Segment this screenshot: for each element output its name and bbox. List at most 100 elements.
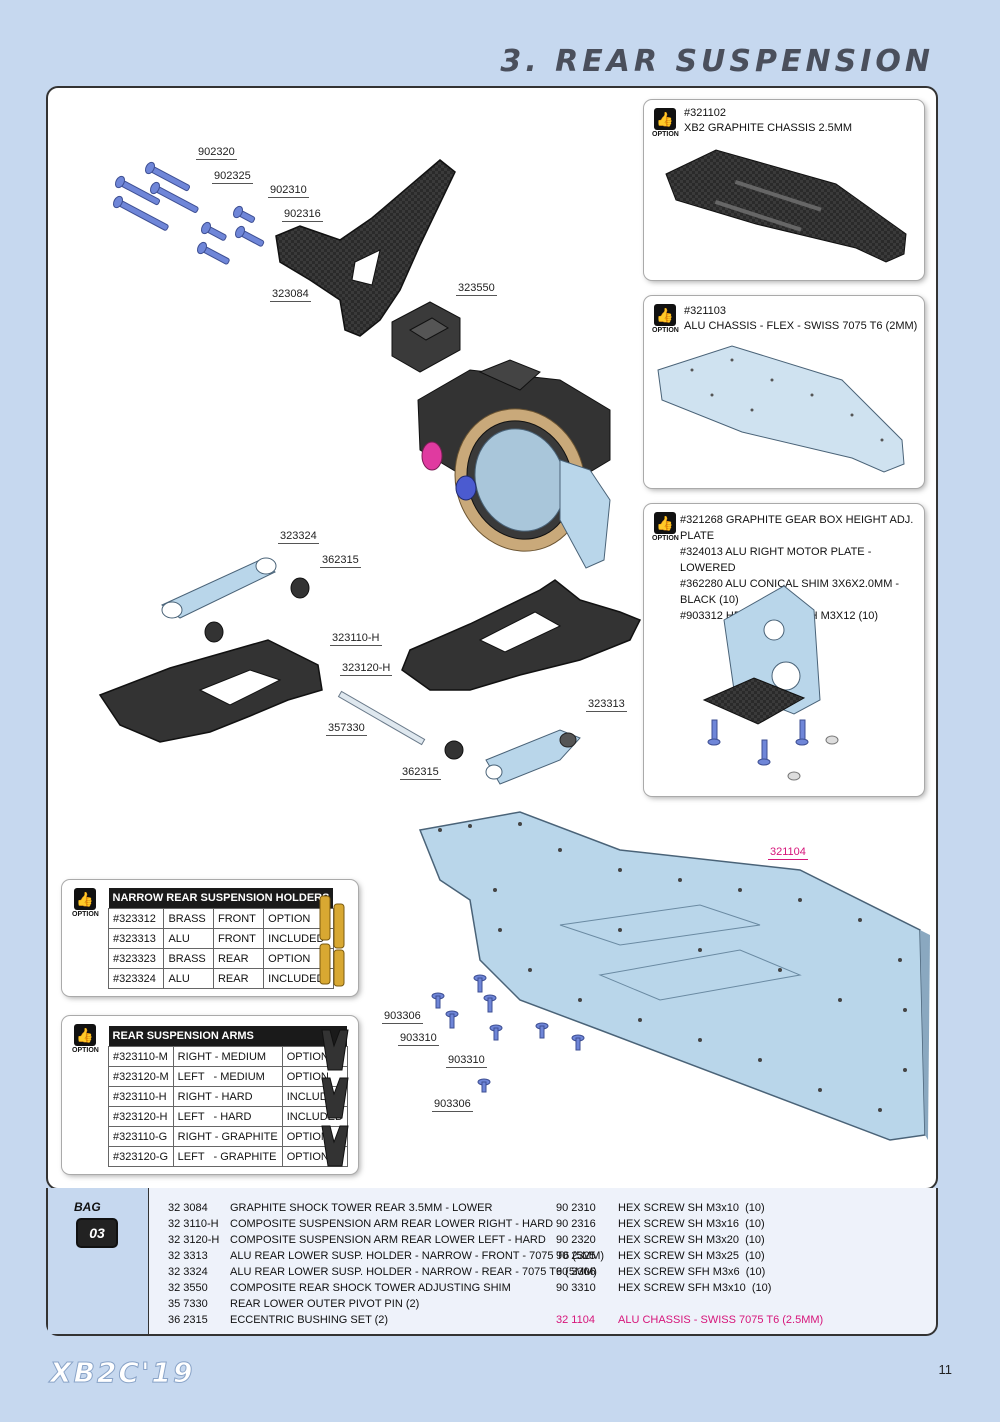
screws-group-top xyxy=(112,161,265,265)
table-cell: ALU xyxy=(163,968,214,989)
option-line: #324013 ALU RIGHT MOTOR PLATE - LOWERED xyxy=(680,546,872,574)
option-box-graphite-chassis: 👍 OPTION #321102 XB2 GRAPHITE CHASSIS 2.… xyxy=(644,100,924,280)
chassis-screws xyxy=(431,974,585,1093)
table-cell: INCLUDED xyxy=(281,1106,348,1127)
arm-images xyxy=(321,1029,349,1167)
graphite-chassis-image xyxy=(665,149,907,263)
option-line: #362280 ALU CONICAL SHIM 3x6x2.0mm - BLA… xyxy=(680,578,900,606)
table-cell: RIGHT - HARD xyxy=(172,1086,283,1107)
part-number: 90 2320 xyxy=(556,1234,596,1246)
table-cell: FRONT xyxy=(212,928,265,949)
option-badge-text: OPTION xyxy=(652,131,679,138)
table-cell: #323110-H xyxy=(108,1086,174,1107)
option-line: #321103 xyxy=(684,305,727,317)
option-badge: 👍 OPTION xyxy=(652,108,679,138)
part-number: 90 2325 xyxy=(556,1250,596,1262)
part-desc: COMPOSITE SUSPENSION ARM REAR LOWER LEFT… xyxy=(230,1234,546,1246)
xb2-logo: XB2C'19 xyxy=(50,1356,195,1390)
table-cell: #323324 xyxy=(107,968,165,989)
option-badge-text: OPTION xyxy=(72,1047,99,1054)
part-number: 32 3084 xyxy=(168,1202,208,1214)
list-item xyxy=(556,1296,823,1312)
thumbs-up-icon: 👍 xyxy=(74,888,96,910)
alu-flex-chassis-image xyxy=(657,345,905,473)
option-line: ALU CHASSIS - FLEX - SWISS 7075 T6 (2MM) xyxy=(684,320,918,332)
part-number: 90 2316 xyxy=(556,1218,596,1230)
option-text: #321102 XB2 GRAPHITE CHASSIS 2.5MM xyxy=(684,106,852,136)
label-902316: 902316 xyxy=(282,208,323,222)
narrow-holders-table-header: NARROW REAR SUSPENSION HOLDERS xyxy=(108,888,334,909)
label-323120-h: 323120-H xyxy=(340,662,393,676)
option-line: XB2 GRAPHITE CHASSIS 2.5MM xyxy=(684,122,853,134)
table-cell: RIGHT - MEDIUM xyxy=(172,1046,283,1067)
option-badge: 👍 OPTION xyxy=(652,512,679,542)
list-item: 32 3084 GRAPHITE SHOCK TOWER REAR 3.5MM -… xyxy=(168,1200,604,1216)
table-cell: #323323 xyxy=(107,948,165,969)
thumbs-up-icon: 👍 xyxy=(654,304,676,326)
label-357330: 357330 xyxy=(326,722,367,736)
bag-column: BAG 03 xyxy=(48,1188,149,1334)
part-number: 32 1104 xyxy=(556,1314,595,1326)
table-cell: BRASS xyxy=(163,948,214,969)
gearbox-plate-image xyxy=(702,585,839,781)
option-box-gearbox-plate: 👍 OPTION #321268 GRAPHITE GEAR BOX HEIGH… xyxy=(644,504,924,796)
option-badge: 👍 OPTION xyxy=(652,304,679,334)
label-362315-upper: 362315 xyxy=(320,554,361,568)
part-number: 32 3313 xyxy=(168,1250,208,1262)
option-badge-text: OPTION xyxy=(72,911,99,918)
chassis-321104 xyxy=(418,811,930,1141)
table-cell: INCLUDED xyxy=(263,968,334,989)
table-cell: BRASS xyxy=(163,908,214,929)
part-desc: ECCENTRIC BUSHING SET (2) xyxy=(230,1314,389,1326)
label-902310: 902310 xyxy=(268,184,309,198)
part-number: 36 2315 xyxy=(168,1314,208,1326)
label-902320: 902320 xyxy=(196,146,237,160)
bushing-b xyxy=(204,621,224,643)
table-cell: LEFT - GRAPHITE xyxy=(172,1146,283,1167)
option-box-narrow-holders: 👍 OPTION NARROW REAR SUSPENSION HOLDERS … xyxy=(62,880,358,996)
table-cell: #323120-H xyxy=(108,1106,174,1127)
part-desc: GRAPHITE SHOCK TOWER REAR 3.5MM - LOWER xyxy=(230,1202,493,1214)
table-cell: #323312 xyxy=(107,908,165,929)
part-desc: COMPOSITE REAR SHOCK TOWER ADJUSTING SHI… xyxy=(230,1282,511,1294)
part-desc: HEX SCREW SFH M3x6 (10) xyxy=(618,1266,766,1278)
part-desc: ALU REAR LOWER SUSP. HOLDER - NARROW - R… xyxy=(230,1266,597,1278)
part-number: 35 7330 xyxy=(168,1298,208,1310)
table-cell: #323110-G xyxy=(108,1126,174,1147)
part-number: 90 3310 xyxy=(556,1282,596,1294)
suspension-arms-table-header: REAR SUSPENSION ARMS xyxy=(108,1026,348,1047)
option-text: #321103 ALU CHASSIS - FLEX - SWISS 7075 … xyxy=(684,304,917,334)
label-362315-lower: 362315 xyxy=(400,766,441,780)
option-badge-text: OPTION xyxy=(652,535,679,542)
thumbs-up-icon: 👍 xyxy=(654,512,676,534)
label-323324: 323324 xyxy=(278,530,319,544)
label-903310-lower: 903310 xyxy=(446,1054,487,1068)
table-cell: LEFT - HARD xyxy=(172,1106,283,1127)
part-desc: HEX SCREW SFH M3x10 (10) xyxy=(618,1282,772,1294)
exploded-diagram xyxy=(98,159,930,1141)
list-item: 90 3310 HEX SCREW SFH M3x10 (10) xyxy=(556,1280,823,1296)
table-cell: ALU xyxy=(163,928,214,949)
part-desc: REAR LOWER OUTER PIVOT PIN (2) xyxy=(230,1298,420,1310)
parts-list-left: 32 3084 GRAPHITE SHOCK TOWER REAR 3.5MM -… xyxy=(168,1200,604,1328)
option-line: #321102 xyxy=(684,107,727,119)
table-cell: RIGHT - GRAPHITE xyxy=(172,1126,283,1147)
label-903310-upper: 903310 xyxy=(398,1032,439,1046)
option-badge-text: OPTION xyxy=(652,327,679,334)
part-desc: ALU CHASSIS - SWISS 7075 T6 (2.5MM) xyxy=(618,1314,824,1326)
